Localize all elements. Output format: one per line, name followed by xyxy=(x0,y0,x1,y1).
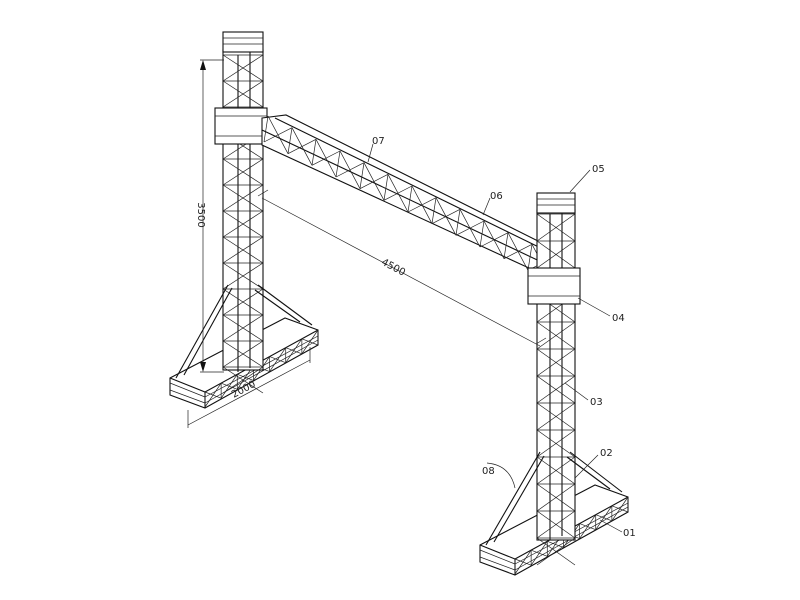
callout-06-label: 06 xyxy=(490,191,503,202)
callout-01-label: 01 xyxy=(623,528,636,539)
callout-05-label: 05 xyxy=(592,164,605,175)
callout-03-label: 03 xyxy=(590,397,603,408)
callout-01: 01 xyxy=(599,519,636,539)
callout-05: 05 xyxy=(569,164,605,193)
callout-03: 03 xyxy=(564,382,603,408)
left-tower-truss xyxy=(214,31,268,394)
right-outriggers xyxy=(485,451,623,546)
callout-04: 04 xyxy=(577,297,625,324)
callout-08-label: 08 xyxy=(482,466,495,477)
dimension-height: 3500 xyxy=(195,59,224,373)
right-tower-truss xyxy=(527,192,581,566)
dimension-height-label: 3500 xyxy=(195,202,206,227)
top-beam-truss xyxy=(261,114,561,283)
callout-02-label: 02 xyxy=(600,448,613,459)
left-outriggers xyxy=(175,284,313,379)
callout-02: 02 xyxy=(574,448,613,479)
callout-07: 07 xyxy=(367,136,385,163)
callout-08: 08 xyxy=(482,462,516,489)
dimension-span-label: 4500 xyxy=(379,257,407,279)
callout-06: 06 xyxy=(482,191,503,216)
dimension-span: 4500 xyxy=(257,189,547,347)
callout-07-label: 07 xyxy=(372,136,385,147)
callout-04-label: 04 xyxy=(612,313,625,324)
